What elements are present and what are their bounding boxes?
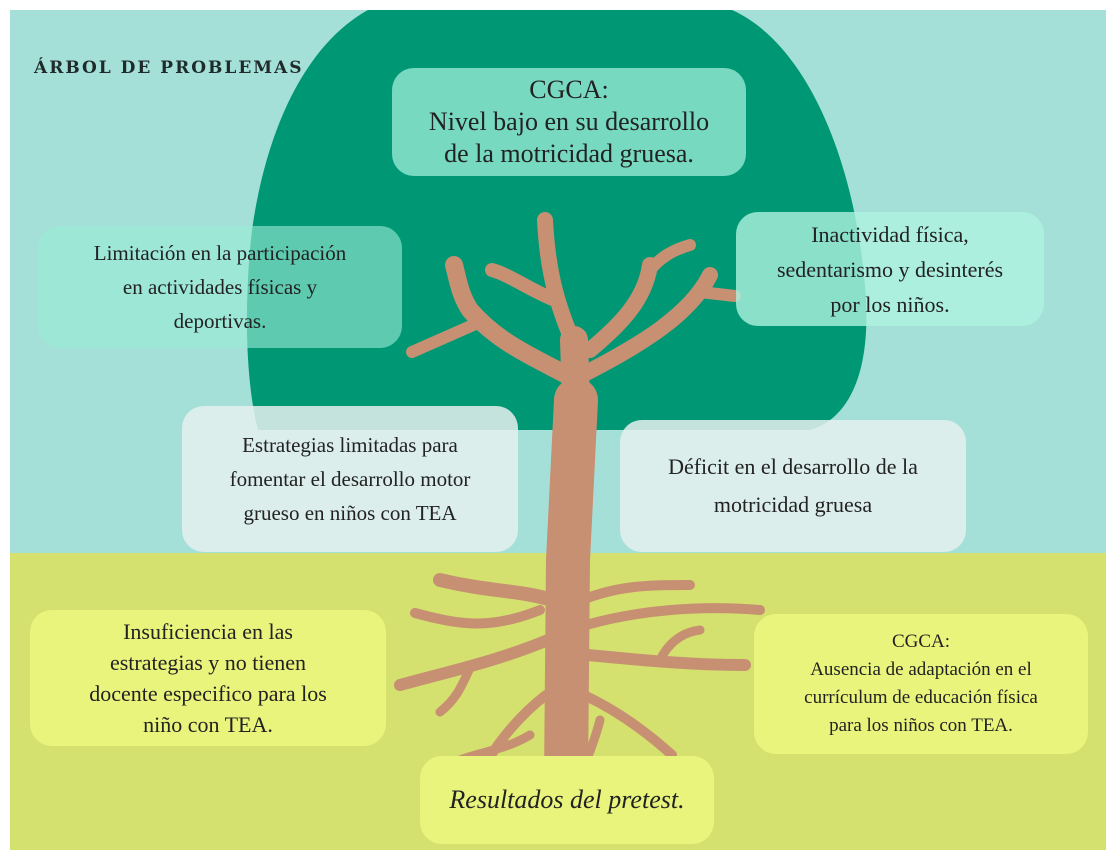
tree-roots	[394, 573, 765, 770]
effect-box-participation-limit: Limitación en la participación en activi…	[38, 226, 402, 348]
cause-box-pretest: Resultados del pretest.	[420, 756, 714, 844]
cause-box-insufficient-strategies: Insuficiencia en las estrategias y no ti…	[30, 610, 386, 746]
effect-box-inactivity: Inactividad física, sedentarismo y desin…	[736, 212, 1044, 326]
cause-text-pretest: Resultados del pretest.	[449, 785, 685, 814]
tree-trunk-branches	[406, 212, 741, 802]
core-text-limited-strategies: Estrategias limitadas para fomentar el d…	[229, 433, 471, 525]
effect-box-gross-motor-level: CGCA: Nivel bajo en su desarrollo de la …	[392, 68, 746, 176]
cause-text-insufficient-strategies: Insuficiencia en las estrategias y no ti…	[89, 619, 327, 737]
effect-text-participation-limit: Limitación en la participación en activi…	[93, 241, 347, 333]
cause-box-no-curriculum-adaptation: CGCA: Ausencia de adaptación en el currí…	[754, 614, 1088, 754]
core-box-motor-deficit: Déficit en el desarrollo de la motricida…	[620, 420, 966, 552]
cause-text-no-curriculum-adaptation: CGCA: Ausencia de adaptación en el currí…	[804, 631, 1038, 736]
effect-text-inactivity: Inactividad física, sedentarismo y desin…	[776, 221, 1004, 317]
core-text-motor-deficit: Déficit en el desarrollo de la motricida…	[668, 454, 918, 517]
diagram-title: ÁRBOL DE PROBLEMAS	[34, 58, 304, 78]
effect-text-gross-motor-level: CGCA: Nivel bajo en su desarrollo de la …	[428, 75, 710, 168]
core-box-limited-strategies: Estrategias limitadas para fomentar el d…	[182, 406, 518, 552]
